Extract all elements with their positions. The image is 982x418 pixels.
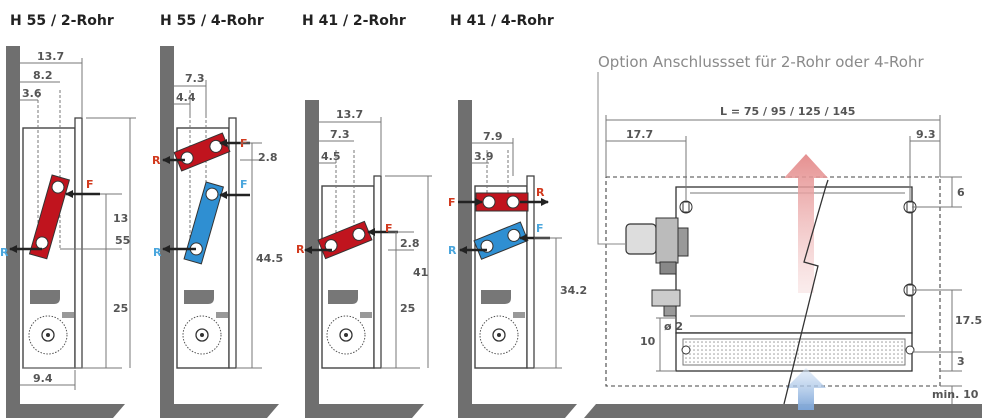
label-return: R <box>152 154 161 167</box>
dim-length: L = 75 / 95 / 125 / 145 <box>720 105 855 118</box>
wall-floor <box>458 100 577 418</box>
front-panel <box>228 117 237 369</box>
dim-9-3: 9.3 <box>916 128 936 141</box>
dim-41: 41 <box>413 266 428 279</box>
front-view-diagram: L = 75 / 95 / 125 / 145 17.7 9.3 6 17.5 … <box>584 72 982 418</box>
dim-dia-2: ø 2 <box>664 320 683 333</box>
label-flow: F <box>385 222 393 235</box>
dim-17-5: 17.5 <box>955 314 982 327</box>
dim-25: 25 <box>400 302 415 315</box>
dim-44-5: 44.5 <box>256 252 283 265</box>
dim-10: 10 <box>640 335 656 348</box>
dim-13-7: 13.7 <box>336 108 363 121</box>
label-return: R <box>296 243 305 256</box>
diagram-h55-2rohr: F R 13.7 8.2 3.6 55 13 25 9.4 <box>0 46 136 418</box>
title-h41-4rohr: H 41 / 4-Rohr <box>450 13 554 29</box>
title-h55-4rohr: H 55 / 4-Rohr <box>160 13 264 29</box>
airflow-out-arrow <box>784 154 828 293</box>
airflow-in-arrow <box>786 368 826 410</box>
label-return: R <box>0 246 9 259</box>
dim-34-2: 34.2 <box>560 284 587 297</box>
front-panel <box>373 175 382 369</box>
dim-55: 55 <box>115 234 130 247</box>
dim-2-8: 2.8 <box>400 237 420 250</box>
dim-13-7: 13.7 <box>37 50 64 63</box>
dim-17-7: 17.7 <box>626 128 653 141</box>
label-flow: F <box>536 222 544 235</box>
pipe-return <box>473 221 529 260</box>
diagram-h41-4rohr: F R F R 7.9 3.9 34.2 <box>448 100 587 418</box>
dim-4-5: 4.5 <box>321 150 341 163</box>
valve-set <box>625 217 689 317</box>
dim-min-10: min. 10 <box>932 388 979 401</box>
dim-7-3: 7.3 <box>330 128 350 141</box>
dim-7-3: 7.3 <box>185 72 205 85</box>
wall-floor <box>6 46 125 418</box>
pipe-flow <box>28 174 71 260</box>
floor <box>584 404 982 418</box>
front-panel <box>526 175 535 369</box>
wall-floor <box>160 46 279 418</box>
dim-9-4: 9.4 <box>33 372 53 385</box>
dim-25: 25 <box>113 302 128 315</box>
dim-3: 3 <box>957 355 965 368</box>
dim-3-6: 3.6 <box>22 87 42 100</box>
pipe-return <box>183 181 225 265</box>
unit-body <box>675 186 913 334</box>
wall-floor <box>305 100 424 418</box>
title-h41-2rohr: H 41 / 2-Rohr <box>302 13 406 29</box>
cover-outline <box>605 176 941 387</box>
label-return: R <box>536 186 545 199</box>
dim-7-9: 7.9 <box>483 130 503 143</box>
pipe-flow <box>475 192 529 212</box>
dim-2-8: 2.8 <box>258 151 278 164</box>
dim-13: 13 <box>113 212 128 225</box>
label-return: R <box>448 244 457 257</box>
option-caption: Option Anschlussset für 2-Rohr oder 4-Ro… <box>598 53 924 71</box>
diagram-h41-2rohr: F R 13.7 7.3 4.5 41 2.8 25 <box>296 100 432 418</box>
diagram-h55-4rohr: F R F R 7.3 4.4 2.8 44.5 <box>152 46 283 418</box>
title-h55-2rohr: H 55 / 2-Rohr <box>10 13 114 29</box>
label-flow: F <box>448 196 456 209</box>
label-flow: F <box>240 178 248 191</box>
label-return: R <box>153 246 162 259</box>
dim-4-4: 4.4 <box>176 91 196 104</box>
front-panel <box>74 117 83 369</box>
dim-3-9: 3.9 <box>474 150 494 163</box>
dim-8-2: 8.2 <box>33 69 53 82</box>
label-flow: F <box>86 178 94 191</box>
dim-6: 6 <box>957 186 965 199</box>
break-line <box>783 179 829 405</box>
